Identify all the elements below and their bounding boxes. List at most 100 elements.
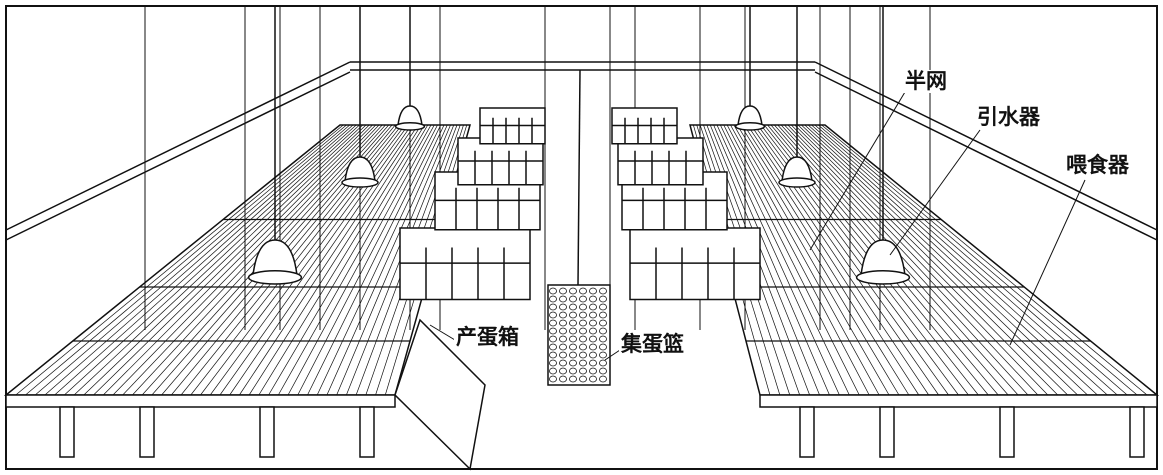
floor-slat	[44, 124, 354, 396]
egg	[579, 295, 587, 303]
egg-basket-drawing	[547, 284, 611, 386]
platform-leg	[879, 406, 895, 458]
label-waterer: 引水器	[975, 105, 1042, 129]
bell-drinker	[737, 105, 763, 126]
floor-slat	[83, 124, 367, 396]
egg	[569, 311, 577, 319]
floor-slat	[34, 124, 350, 396]
egg	[589, 335, 597, 343]
floor-slat	[277, 124, 432, 396]
right-wall-rail	[814, 71, 1158, 241]
egg	[599, 319, 607, 327]
egg	[549, 327, 557, 335]
floor-slat	[316, 124, 445, 396]
nest-boxes	[399, 107, 761, 301]
left-wall-rail	[5, 71, 351, 241]
floor-slat	[726, 124, 870, 396]
floor-slat	[709, 124, 820, 396]
egg	[559, 375, 567, 383]
egg	[569, 359, 577, 367]
floor-slat	[818, 124, 1138, 396]
floor-slat	[730, 124, 880, 396]
floor-slat	[720, 124, 850, 396]
egg	[579, 375, 587, 383]
floor-slat	[5, 124, 341, 396]
right-wall-rail	[814, 61, 1158, 231]
floor-slat	[258, 124, 425, 396]
floor-slat	[713, 124, 830, 396]
floor-slat	[794, 124, 1068, 396]
egg	[559, 351, 567, 359]
floor-slat	[733, 124, 890, 396]
egg	[579, 319, 587, 327]
floor-slat	[811, 124, 1118, 396]
egg	[589, 327, 597, 335]
platform-legs	[59, 406, 1145, 458]
egg	[579, 287, 587, 295]
egg	[559, 335, 567, 343]
floor-slat	[787, 124, 1049, 396]
egg	[569, 351, 577, 359]
egg	[549, 375, 557, 383]
floor-slat	[248, 124, 422, 396]
platform-leg	[799, 406, 815, 458]
bell-drinker	[252, 239, 298, 276]
basket-eggs	[549, 287, 607, 383]
leader-egg-basket	[604, 349, 621, 361]
egg	[579, 311, 587, 319]
egg	[599, 375, 607, 383]
floor-slat	[54, 124, 357, 396]
ramp	[394, 318, 486, 471]
platform-leg	[1129, 406, 1145, 458]
floor-slat	[336, 124, 451, 396]
label-nest-box: 产蛋箱	[454, 325, 521, 349]
floor-slat	[64, 124, 360, 396]
egg	[569, 303, 577, 311]
floor-slat	[297, 124, 438, 396]
floor-slat	[784, 124, 1039, 396]
bell-drinker	[344, 156, 376, 182]
egg	[589, 287, 597, 295]
egg	[599, 295, 607, 303]
label-half-net: 半网	[903, 69, 949, 93]
egg	[589, 303, 597, 311]
bell-drinkers	[247, 6, 911, 285]
floor-slat	[801, 124, 1088, 396]
egg	[589, 311, 597, 319]
drinker-tray	[855, 270, 911, 285]
egg	[589, 343, 597, 351]
egg	[559, 295, 567, 303]
egg	[569, 327, 577, 335]
floor-slat	[122, 124, 380, 396]
platform-leg	[999, 406, 1015, 458]
egg	[559, 319, 567, 327]
drinker-tray	[394, 122, 426, 131]
floor-slat	[307, 124, 442, 396]
floor-slat	[780, 124, 1029, 396]
floor-slat	[797, 124, 1078, 396]
egg	[559, 287, 567, 295]
egg	[599, 359, 607, 367]
egg	[579, 335, 587, 343]
egg	[559, 343, 567, 351]
egg	[599, 303, 607, 311]
right-platform-edge	[759, 394, 1158, 408]
egg	[599, 335, 607, 343]
egg	[549, 287, 557, 295]
egg	[599, 351, 607, 359]
egg	[549, 367, 557, 375]
egg	[549, 343, 557, 351]
floor-slat	[219, 124, 412, 396]
egg	[559, 327, 567, 335]
floor-slat	[723, 124, 860, 396]
egg	[559, 303, 567, 311]
floor-slat	[268, 124, 429, 396]
egg	[549, 335, 557, 343]
egg	[569, 343, 577, 351]
egg	[579, 327, 587, 335]
drinker-tray	[778, 177, 816, 188]
platform-leg	[259, 406, 275, 458]
floor-slat	[25, 124, 347, 396]
egg	[559, 367, 567, 375]
